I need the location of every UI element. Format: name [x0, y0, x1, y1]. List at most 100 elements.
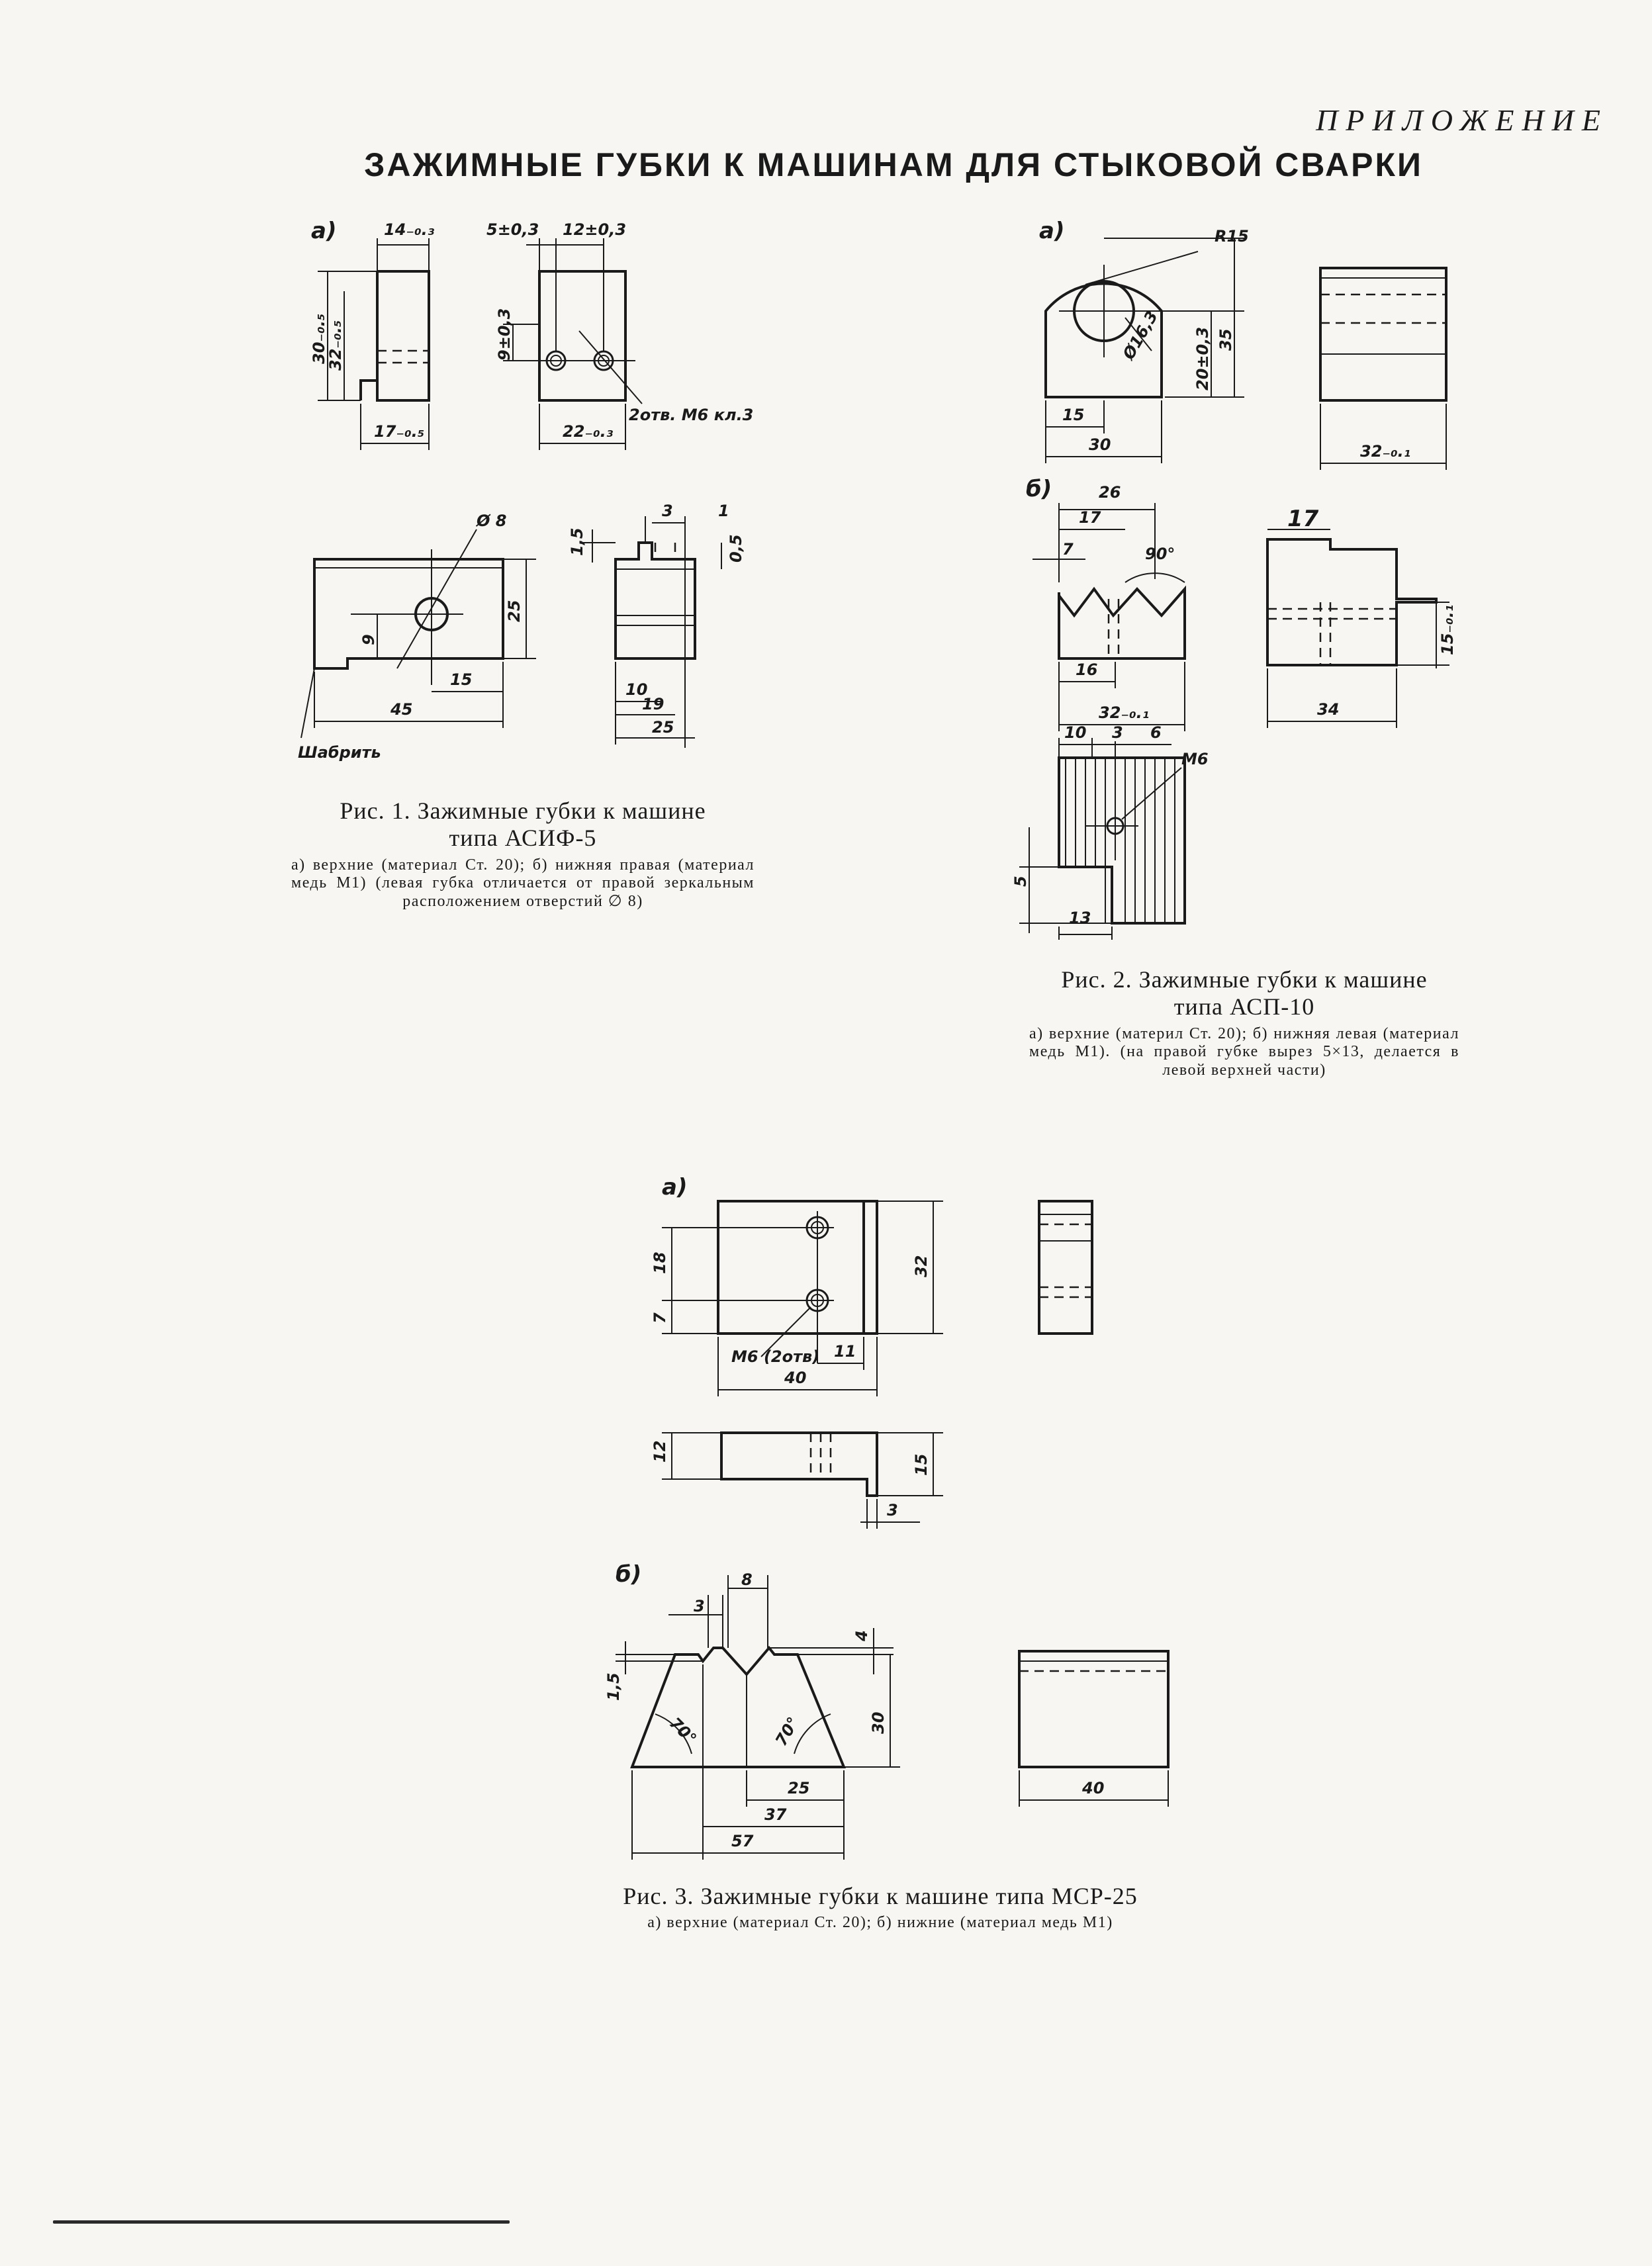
fig2-dim-30: 30 — [1089, 435, 1111, 454]
fig3-drawings: а) 18 7 32 М6 (2отв) 11 — [604, 1174, 1170, 1860]
fig3-dim-57: 57 — [731, 1832, 754, 1850]
fig3-label-a: а) — [662, 1174, 687, 1201]
fig2-dim-32: 32₋₀.₁ — [1360, 442, 1410, 461]
fig2-dim-10: 10 — [1064, 723, 1086, 742]
fig2-drawings: а) R15 Ø16,3 20±0,3 35 15 30 — [1011, 218, 1457, 940]
fig2-lower-side-view: 17 15₋₀.₁ 34 — [1266, 506, 1457, 728]
fig2-dim-6: 6 — [1150, 723, 1162, 742]
fig2-dim-34: 34 — [1317, 700, 1339, 719]
fig2-dim-20: 20±0,3 — [1193, 327, 1212, 390]
fig1-label-a: а) — [311, 218, 336, 244]
fig1-dim-25v: 25 — [505, 600, 524, 622]
fig1-dim-0-5: 0,5 — [727, 534, 745, 563]
fig2-dim-15: 15 — [1062, 406, 1084, 424]
fig3-dim-25: 25 — [788, 1779, 809, 1797]
fig1-dim-1: 1 — [718, 502, 729, 520]
fig3-lower-front-view: 1,5 3 8 4 30 70° 70° 25 37 — [604, 1570, 900, 1860]
fig2-dim-15b: 15₋₀.₁ — [1438, 605, 1457, 655]
fig2-lower-front-view: 26 17 7 90° 16 32₋₀.₁ — [1032, 483, 1186, 731]
fig1-dim-10: 10 — [625, 680, 647, 699]
fig1-dim-45: 45 — [390, 700, 412, 719]
fig1-phi8: Ø 8 — [475, 512, 506, 530]
fig3-dim-15: 15 — [912, 1454, 931, 1476]
fig1-caption-line1: Рис. 1. Зажимные губки к машине — [340, 797, 706, 824]
fig2-dim-17: 17 — [1079, 508, 1101, 527]
fig1-dim-17: 17₋₀.₅ — [374, 422, 424, 441]
fig2-label-a: а) — [1039, 218, 1064, 244]
fig2-phi16: Ø16,3 — [1119, 308, 1162, 364]
fig2-dim-13: 13 — [1069, 909, 1091, 927]
fig3-dim-30: 30 — [869, 1712, 888, 1734]
fig1-dim-15: 15 — [450, 670, 472, 689]
fig1-dim-25: 25 — [652, 718, 674, 737]
fig1-dim-22: 22₋₀.₃ — [563, 422, 614, 441]
page-title: ЗАЖИМНЫЕ ГУБКИ К МАШИНАМ ДЛЯ СТЫКОВОЙ СВ… — [364, 146, 1423, 183]
fig3-caption: Рис. 3. Зажимные губки к машине типа МСР… — [623, 1883, 1138, 1909]
fig2-upper-side-view: 32₋₀.₁ — [1319, 267, 1447, 470]
fig1-caption-line2: типа АСИФ-5 — [449, 825, 597, 852]
fig1-upper-front-view: 5±0,3 12±0,3 9±0,3 2отв. М6 кл.3 22₋₀.₃ — [486, 220, 753, 450]
page-bottom-rule — [53, 2220, 510, 2224]
fig3-dim-37: 37 — [764, 1805, 787, 1824]
fig1-lower-front-view: Ø 8 25 9 15 45 Шабрить — [298, 512, 536, 762]
appendix-heading: ПРИЛОЖЕНИЕ — [1316, 103, 1608, 137]
fig2-dim-7: 7 — [1062, 540, 1074, 559]
fig1-scrape: Шабрить — [298, 743, 381, 762]
fig1-holes-note: 2отв. М6 кл.3 — [629, 406, 753, 424]
fig3-lower-side-view: 40 — [1018, 1650, 1170, 1807]
fig1-dim-14: 14₋₀.₃ — [384, 220, 435, 239]
fig2-upper-end-view: R15 Ø16,3 20±0,3 35 15 30 — [1044, 227, 1249, 463]
fig2-caption-line1: Рис. 2. Зажимные губки к машине — [1061, 966, 1428, 993]
fig3-dim-40: 40 — [784, 1369, 806, 1387]
fig2-dim-5: 5 — [1011, 876, 1030, 887]
fig3-dim-3b: 3 — [694, 1597, 705, 1615]
fig2-r15: R15 — [1215, 227, 1249, 246]
fig3-upper-side-view — [1038, 1200, 1093, 1335]
fig1-dim-12: 12±0,3 — [563, 220, 626, 239]
fig3-angle-70a: 70° — [666, 1713, 700, 1748]
fig2-dim-26: 26 — [1099, 483, 1121, 502]
fig1-dim-30: 30₋₀.₅ — [310, 314, 328, 364]
fig2-dim-3: 3 — [1112, 723, 1123, 742]
fig1-dim-3: 3 — [662, 502, 673, 520]
fig1-lower-side-view: 3 1 1,5 0,5 10 19 25 — [568, 502, 745, 748]
fig1-dim-19: 19 — [642, 695, 664, 713]
fig3-dim-32: 32 — [912, 1255, 931, 1277]
fig2-dim-32b: 32₋₀.₁ — [1099, 703, 1149, 722]
fig2-lower-top-view: 10 3 6 М6 5 13 — [1011, 723, 1209, 940]
fig3-upper-top-view: 12 15 3 — [651, 1431, 943, 1529]
fig3-dim-18: 18 — [651, 1252, 669, 1274]
fig1-dim-32: 32₋₀.₅ — [326, 320, 345, 371]
fig1-dim-9b: 9 — [359, 634, 378, 645]
fig2-dim-16: 16 — [1076, 660, 1097, 679]
fig1-dim-1-5: 1,5 — [568, 527, 586, 556]
fig1-drawings: а) 14₋₀.₃ 30₋₀.₅ 32₋₀.₅ 17₋₀.₅ — [298, 218, 753, 762]
fig1-caption-block: Рис. 1. Зажимные губки к машине типа АСИ… — [291, 797, 755, 911]
fig2-caption-block: Рис. 2. Зажимные губки к машине типа АСП… — [1029, 966, 1459, 1080]
fig1-dim-9: 9±0,3 — [495, 308, 514, 361]
fig3-m6: М6 (2отв) — [731, 1347, 819, 1366]
fig1-dim-5: 5±0,3 — [486, 220, 539, 239]
fig3-label-b: б) — [616, 1561, 641, 1588]
fig3-dim-1-5: 1,5 — [604, 1672, 623, 1701]
fig3-caption-block: Рис. 3. Зажимные губки к машине типа МСР… — [582, 1883, 1178, 1932]
fig1-upper-side-view: 14₋₀.₃ 30₋₀.₅ 32₋₀.₅ 17₋₀.₅ — [310, 220, 435, 450]
fig3-dim-8: 8 — [741, 1570, 753, 1589]
fig3-dim-12: 12 — [651, 1441, 669, 1463]
fig2-dim-90: 90° — [1145, 545, 1175, 563]
fig3-dim-7: 7 — [651, 1312, 669, 1324]
fig2-dim-17b: 17 — [1287, 506, 1319, 532]
fig3-dim-11: 11 — [834, 1342, 856, 1361]
fig3-upper-front-view: 18 7 32 М6 (2отв) 11 40 — [651, 1200, 943, 1396]
fig3-dim-3: 3 — [887, 1501, 898, 1519]
fig3-dim-40b: 40 — [1081, 1779, 1104, 1797]
fig2-dim-35: 35 — [1216, 329, 1235, 351]
fig1-caption-note: а) верхние (материал Ст. 20); б) нижняя … — [291, 856, 755, 910]
fig2-caption-line2: типа АСП-10 — [1173, 993, 1315, 1020]
fig3-caption-note: а) верхние (материал Ст. 20); б) нижние … — [647, 1914, 1113, 1932]
fig2-label-b: б) — [1026, 476, 1052, 502]
fig2-m6: М6 — [1181, 750, 1209, 768]
fig2-caption-note: а) верхние (материл Ст. 20); б) нижняя л… — [1029, 1024, 1459, 1079]
fig3-dim-4: 4 — [852, 1630, 871, 1642]
